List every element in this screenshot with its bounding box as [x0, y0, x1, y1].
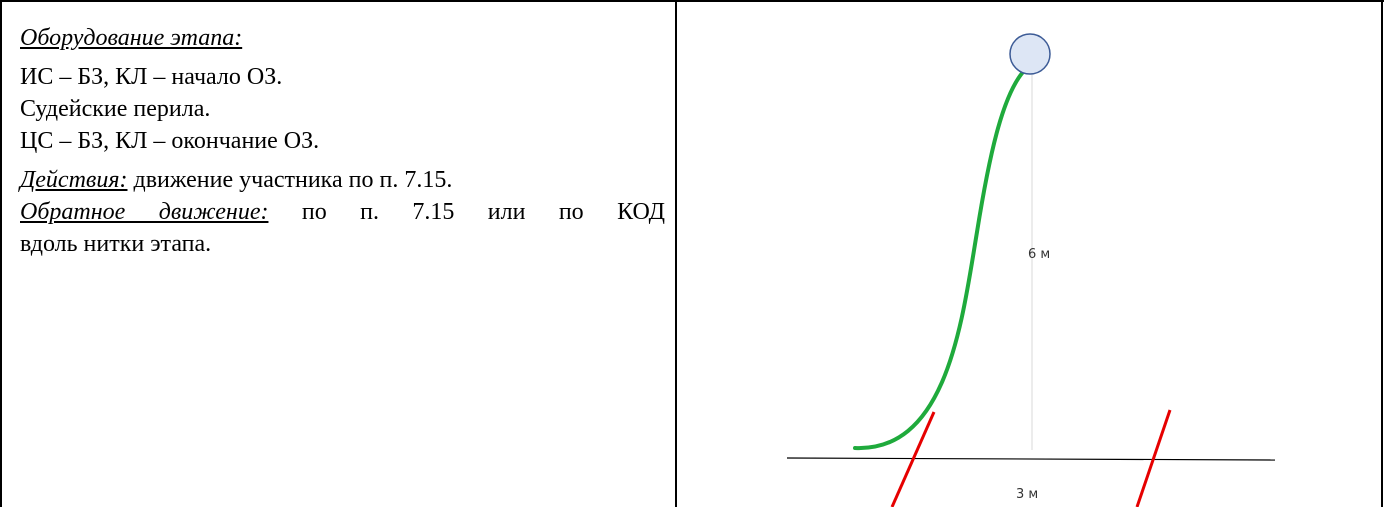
stage-description-cell: Оборудование этапа: ИС – БЗ, КЛ – начало… [20, 22, 665, 260]
actions-paragraph: Действия: движение участника по п. 7.15. [20, 164, 665, 196]
width-label: 3 м [1016, 487, 1038, 502]
return-text-1: по п. 7.15 или по КОД [268, 199, 665, 225]
equipment-line-start: ИС – БЗ, КЛ – начало ОЗ. [20, 64, 283, 90]
return-paragraph: Обратное движение: по п. 7.15 или по КОД [20, 196, 665, 228]
table-right-border [1381, 0, 1383, 507]
equipment-label: Оборудование этапа: [20, 25, 243, 51]
return-label: Обратное движение: [20, 199, 269, 225]
end-stake [1135, 409, 1172, 507]
actions-label: Действия: [20, 167, 128, 193]
start-stake [890, 411, 936, 507]
table-top-border [0, 0, 1384, 2]
ground-line [786, 457, 1276, 461]
table-left-border [0, 0, 2, 507]
table-middle-border [675, 0, 677, 507]
return-text-2: вдоль нитки этапа. [20, 231, 212, 257]
equipment-line-end: ЦС – БЗ, КЛ – окончание ОЗ. [20, 128, 320, 154]
anchor-circle [1009, 33, 1051, 75]
stage-diagram: 6 м 3 м [786, 33, 1276, 507]
rope-path [853, 70, 1025, 451]
stage-diagram-cell: 6 м 3 м [677, 2, 1381, 507]
height-label: 6 м [1028, 247, 1050, 262]
actions-text: движение участника по п. 7.15. [127, 167, 453, 193]
equipment-line-rails: Судейские перила. [20, 96, 211, 122]
